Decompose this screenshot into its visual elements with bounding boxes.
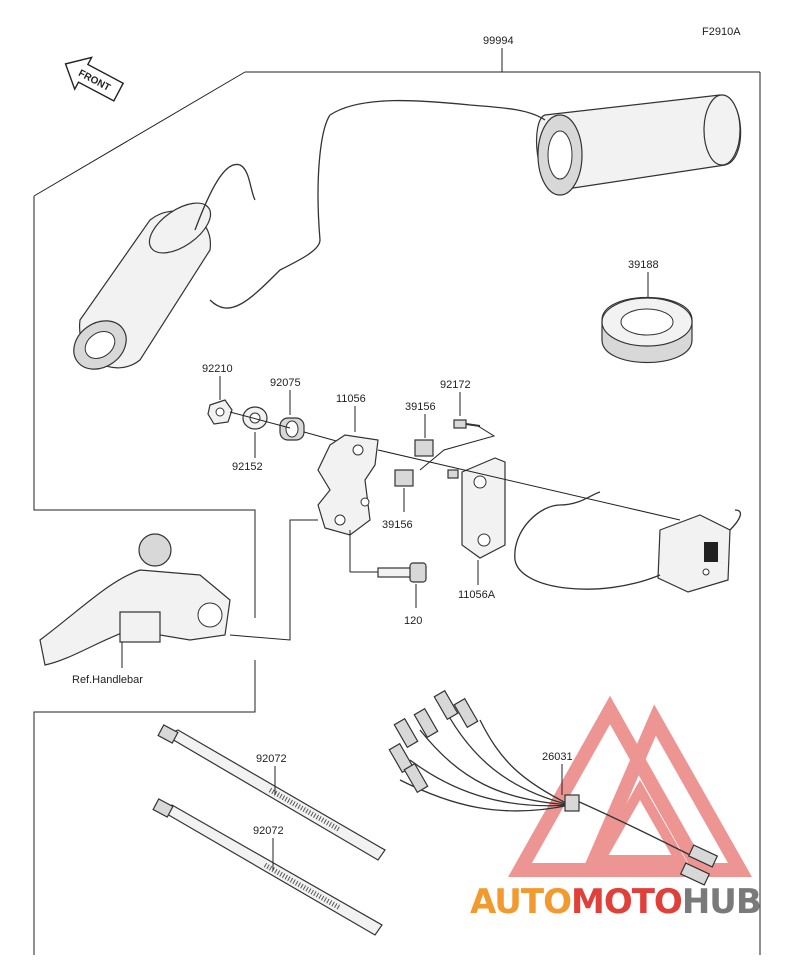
spacer-ring-icon: [601, 297, 693, 363]
figure-id: F2910A: [702, 26, 741, 38]
bracket-axis-line: [377, 449, 681, 521]
bracket-plate-icon: [317, 434, 379, 536]
grip-right: [329, 94, 742, 196]
ref-handlebar-label: Ref.Handlebar: [72, 674, 143, 686]
label-band-lower: 92072: [253, 825, 284, 837]
label-bolt: 120: [404, 615, 422, 627]
bolt-icon: [377, 562, 427, 583]
handlebar-leader: [229, 519, 318, 641]
label-band-upper: 92072: [256, 753, 287, 765]
label-screw: 92172: [440, 379, 471, 391]
label-collar-nut: 92210: [202, 363, 233, 375]
label-pad-upper: 39156: [405, 401, 436, 413]
label-bracket-a: 11056A: [458, 589, 496, 601]
wire-harness-icon: [388, 689, 719, 886]
axis-line-1: [229, 411, 291, 429]
controller-icon: [514, 491, 742, 593]
label-bracket: 11056: [336, 393, 366, 405]
watermark-part1: AUTO: [470, 882, 571, 922]
grip-left: [73, 114, 331, 370]
screw-axis-line: [419, 425, 496, 471]
frame-left-lower: [33, 660, 256, 955]
watermark-text: AUTOMOTOHUB: [470, 882, 761, 922]
watermark-part3: HUB: [682, 882, 761, 922]
nut-icon: [207, 399, 233, 425]
washer-icon: [242, 406, 268, 430]
label-washer: 92152: [232, 461, 263, 473]
label-harness: 26031: [542, 751, 573, 763]
pad-upper-icon: [414, 439, 434, 457]
label-pad-lower: 39156: [382, 519, 413, 531]
grommet-icon: [279, 417, 305, 441]
bracket-a-icon: [461, 457, 506, 559]
pad-lower-icon: [394, 469, 414, 487]
watermark-logo-icon: [508, 695, 753, 877]
cable-tie-lower-icon: [152, 798, 383, 936]
watermark-part2: MOTO: [571, 882, 682, 922]
axis-line-2: [303, 431, 341, 443]
front-arrow-icon: FRONT: [64, 56, 125, 102]
label-grommet: 92075: [270, 377, 301, 389]
screw-small-icon: [447, 469, 459, 479]
screw-icon: [453, 419, 481, 429]
frame-top-left: [33, 71, 246, 197]
cable-tie-upper-icon: [157, 724, 386, 861]
label-kit: 99994: [483, 35, 514, 47]
label-spacer: 39188: [628, 259, 659, 271]
frame-left-upper: [33, 196, 256, 618]
handlebar-lever-icon: [39, 533, 231, 666]
